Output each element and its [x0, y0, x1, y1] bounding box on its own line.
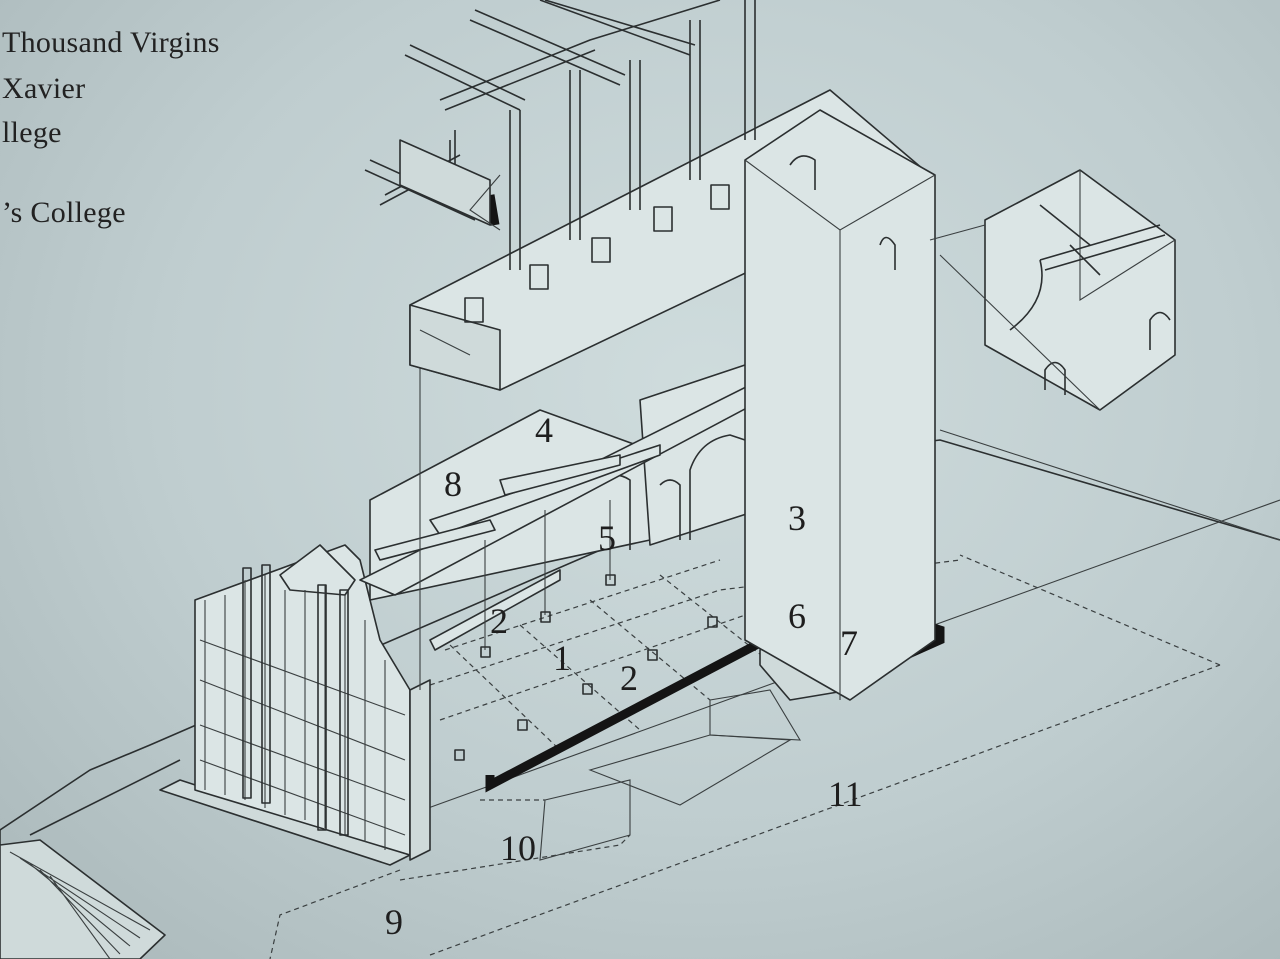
- label-6: 6: [788, 596, 806, 636]
- label-2a: 2: [490, 601, 508, 641]
- area-labels: 1 2 2 3 4 5 6 7 8 9 10 11: [385, 410, 863, 942]
- label-9: 9: [385, 902, 403, 942]
- legend-line-4: ’s College: [2, 196, 126, 229]
- tower-block: [744, 109, 936, 701]
- legend-line-2: Xavier: [2, 72, 86, 105]
- courtyard-areas: [399, 689, 802, 881]
- legend-line-3: llege: [2, 116, 62, 149]
- label-7: 7: [840, 623, 858, 663]
- stairway: [0, 839, 166, 959]
- label-11: 11: [828, 774, 863, 814]
- roof-beams: [359, 300, 791, 761]
- label-2b: 2: [620, 658, 638, 698]
- label-1: 1: [553, 638, 571, 678]
- roof-truss: [364, 0, 756, 270]
- label-10: 10: [500, 828, 536, 868]
- legend-line-1: Thousand Virgins: [2, 26, 220, 59]
- label-8: 8: [444, 464, 462, 504]
- label-3: 3: [788, 498, 806, 538]
- church-facade: [159, 544, 431, 866]
- label-5: 5: [598, 518, 616, 558]
- right-wing: [929, 169, 1280, 541]
- label-4: 4: [535, 410, 553, 450]
